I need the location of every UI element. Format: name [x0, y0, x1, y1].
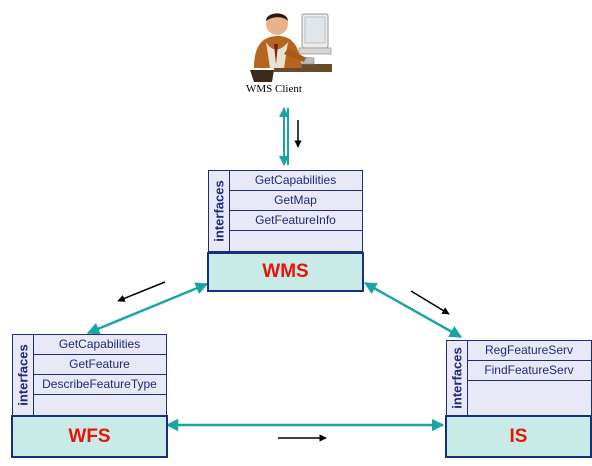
is-interfaces-label: interfaces [447, 341, 468, 415]
is-service-box[interactable]: IS [445, 415, 592, 458]
is-service-name: IS [509, 425, 528, 447]
client-label: WMS Client [246, 83, 302, 95]
wms-interfaces-panel: interfaces GetCapabilities GetMap GetFea… [208, 170, 363, 252]
wfs-op-describefeaturetype[interactable]: DescribeFeatureType [33, 375, 166, 395]
wms-to-is-flow-arrow [410, 290, 450, 315]
wfs-op-getfeature[interactable]: GetFeature [33, 355, 166, 375]
person-at-computer-icon [250, 13, 332, 82]
wfs-service-name: WFS [68, 425, 111, 447]
wfs-service-box[interactable]: WFS [11, 415, 168, 458]
wms-service-box[interactable]: WMS [207, 252, 364, 292]
wms-op-getfeatureinfo[interactable]: GetFeatureInfo [229, 211, 362, 231]
wms-service-name: WMS [262, 261, 309, 282]
wms-op-getmap[interactable]: GetMap [229, 191, 362, 211]
wfs-interfaces-label: interfaces [13, 335, 34, 415]
is-op-findfeatureserv[interactable]: FindFeatureServ [467, 361, 591, 381]
wms-interfaces-label: interfaces [209, 171, 230, 251]
wms-to-wfs-flow-arrow [117, 281, 166, 302]
wfs-op-getcapabilities[interactable]: GetCapabilities [33, 335, 166, 355]
wms-op-getcapabilities[interactable]: GetCapabilities [229, 171, 362, 191]
wms-is-connector [363, 281, 463, 339]
wms-wfs-connector [86, 282, 209, 335]
is-interfaces-panel: interfaces RegFeatureServ FindFeatureSer… [446, 340, 592, 416]
is-op-regfeatureserv[interactable]: RegFeatureServ [467, 341, 591, 361]
wfs-interfaces-panel: interfaces GetCapabilities GetFeature De… [12, 334, 167, 416]
